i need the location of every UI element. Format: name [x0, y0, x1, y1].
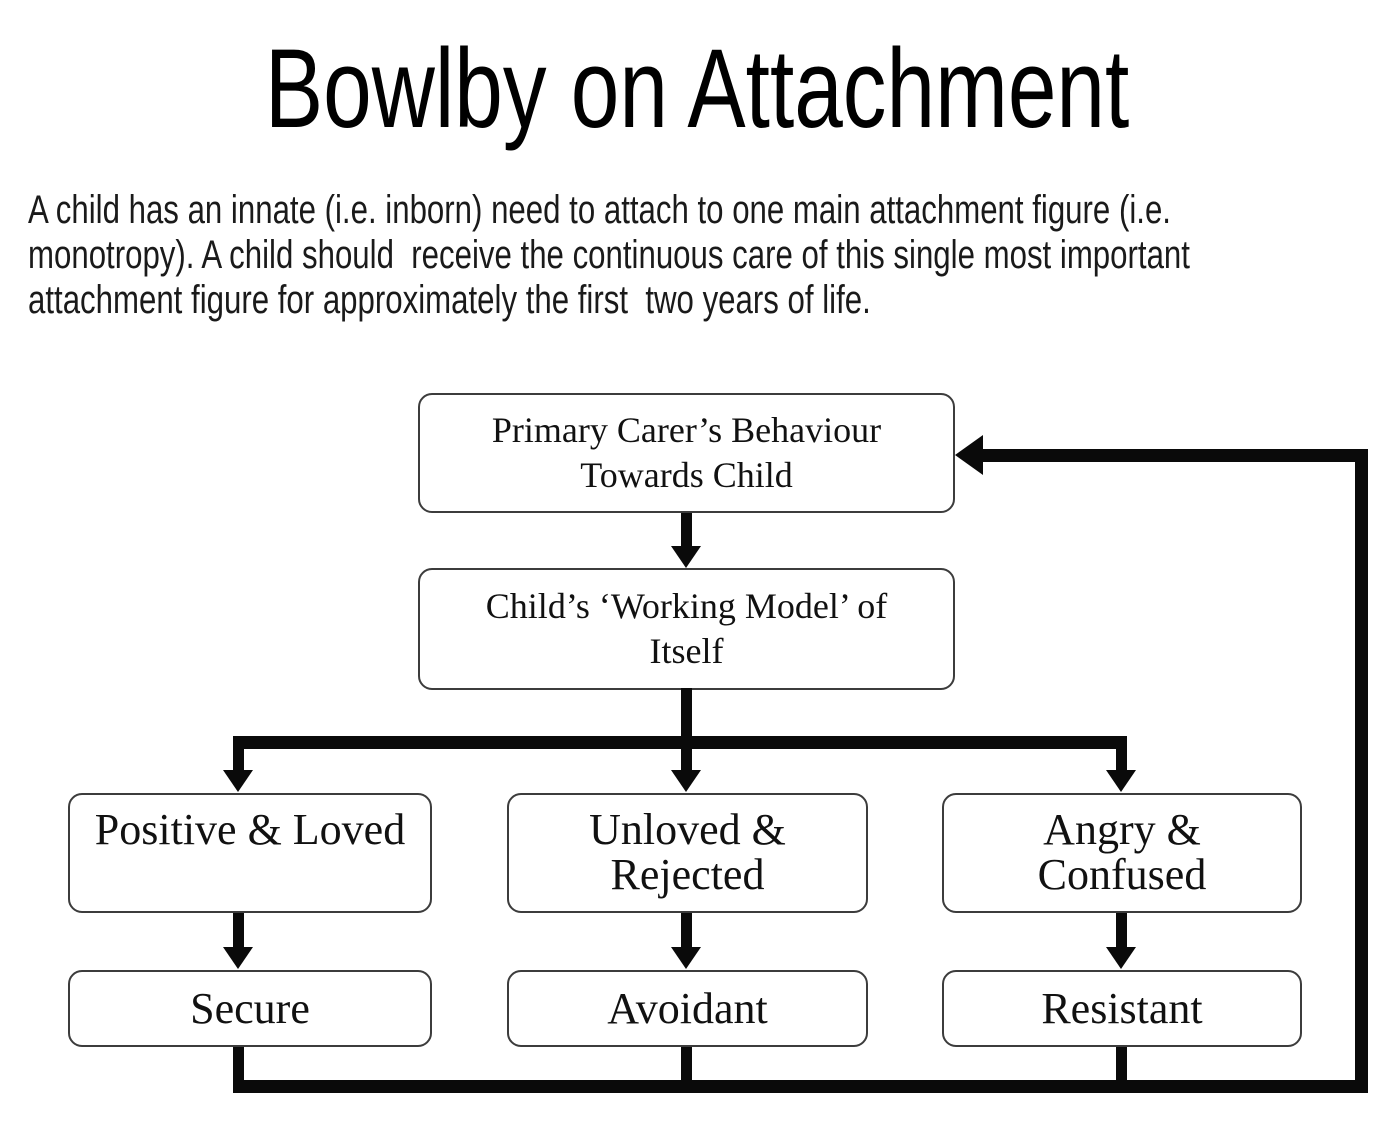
arrow-down-icon	[671, 546, 701, 568]
branch-horizontal-line	[233, 736, 1127, 749]
connector-unloved-to-avoidant-shaft	[681, 913, 692, 949]
node-working-model: Child’s ‘Working Model’ of Itself	[418, 568, 955, 690]
intro-line-3: attachment figure for approximately the …	[28, 278, 871, 322]
node-angry-confused: Angry & Confused	[942, 793, 1302, 913]
connector-avoidant-to-bottom	[681, 1047, 692, 1083]
arrow-down-icon	[671, 770, 701, 792]
node-unloved-rejected-line1: Unloved &	[589, 805, 786, 854]
node-unloved-rejected: Unloved & Rejected	[507, 793, 868, 913]
intro-paragraph: A child has an innate (i.e. inborn) need…	[28, 188, 1190, 323]
connector-positive-to-secure-shaft	[233, 913, 244, 949]
node-primary-carer-line2: Towards Child	[580, 455, 793, 495]
node-working-model-line2: Itself	[649, 631, 724, 671]
node-working-model-line1: Child’s ‘Working Model’ of	[485, 586, 888, 626]
node-avoidant: Avoidant	[507, 970, 868, 1047]
node-resistant-label: Resistant	[1041, 984, 1203, 1033]
connector-angry-to-resistant-shaft	[1116, 913, 1127, 949]
node-secure-label: Secure	[190, 984, 310, 1033]
node-positive-loved-label: Positive & Loved	[94, 805, 406, 854]
node-secure: Secure	[68, 970, 432, 1047]
arrow-down-icon	[1106, 947, 1136, 969]
arrow-down-icon	[671, 947, 701, 969]
feedback-bottom-line	[233, 1080, 1368, 1093]
node-unloved-rejected-line2: Rejected	[610, 850, 765, 899]
node-primary-carer-behaviour: Primary Carer’s Behaviour Towards Child	[418, 393, 955, 513]
node-avoidant-label: Avoidant	[607, 984, 768, 1033]
connector-secure-to-bottom	[233, 1047, 244, 1083]
connector-model-to-branch	[681, 688, 692, 738]
feedback-top-line	[983, 449, 1355, 462]
node-positive-loved: Positive & Loved	[68, 793, 432, 913]
intro-line-2: monotropy). A child should receive the c…	[28, 233, 1190, 277]
arrow-down-icon	[223, 947, 253, 969]
node-angry-confused-line2: Confused	[1037, 850, 1207, 899]
connector-branch-to-unloved-shaft	[681, 736, 692, 772]
page-title-text: Bowlby on Attachment	[264, 26, 1130, 151]
node-primary-carer-line1: Primary Carer’s Behaviour	[491, 410, 882, 450]
connector-branch-to-angry-shaft	[1116, 736, 1127, 772]
arrow-down-icon	[1106, 770, 1136, 792]
connector-branch-to-positive-shaft	[233, 736, 244, 772]
connector-resistant-to-bottom	[1116, 1047, 1127, 1083]
arrow-down-icon	[223, 770, 253, 792]
page-title: Bowlby on Attachment	[0, 33, 1394, 145]
connector-primary-to-model-shaft	[681, 513, 692, 548]
arrow-left-icon	[955, 435, 983, 475]
node-resistant: Resistant	[942, 970, 1302, 1047]
intro-line-1: A child has an innate (i.e. inborn) need…	[28, 188, 1171, 232]
node-angry-confused-line1: Angry &	[1043, 805, 1201, 854]
feedback-right-line	[1355, 449, 1368, 1093]
